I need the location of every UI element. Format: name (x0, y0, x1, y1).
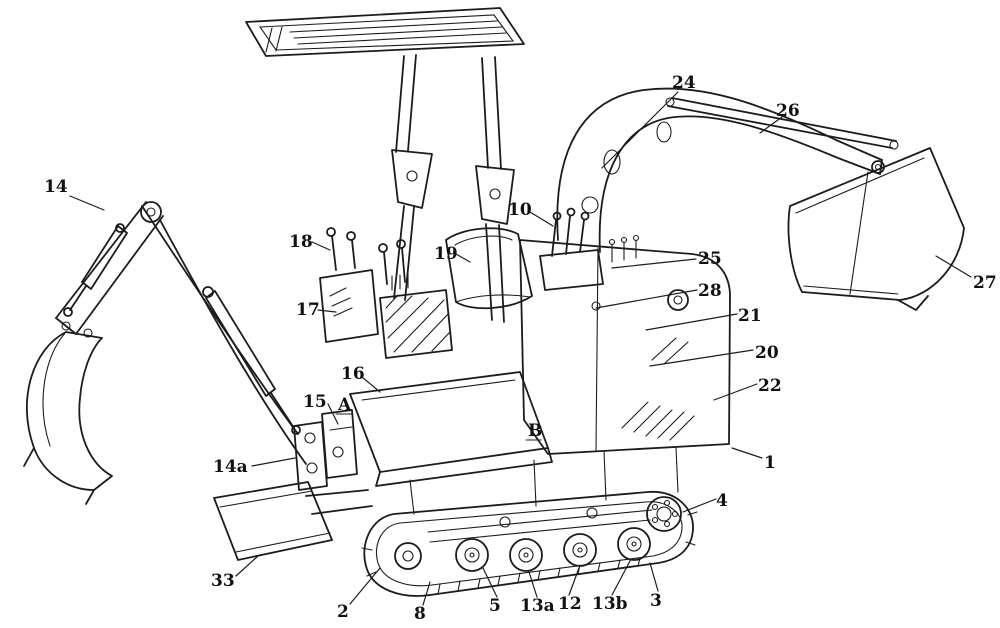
backhoe-bucket (23, 321, 113, 505)
ref-label-16: 16 (341, 364, 365, 384)
ref-label-5: 5 (489, 596, 501, 616)
dozer-blade (213, 481, 373, 561)
ref-label-19: 19 (434, 244, 458, 264)
platform-floor (321, 371, 553, 515)
reference-labels: 14 18 17 19 10 16 15 A B 14a 33 2 8 5 13… (44, 73, 997, 624)
undercarriage-tracks (361, 491, 698, 597)
ref-label-26: 26 (776, 101, 800, 121)
loader-arm (556, 87, 899, 253)
ref-label-10: 10 (508, 200, 532, 220)
ref-label-24: 24 (672, 73, 696, 93)
ref-label-13b: 13b (592, 594, 628, 614)
ref-label-20: 20 (755, 343, 779, 363)
ref-label-27: 27 (973, 273, 997, 293)
ref-label-3: 3 (650, 591, 662, 611)
ref-label-28: 28 (698, 281, 722, 301)
ref-label-22: 22 (758, 376, 782, 396)
ref-label-2: 2 (337, 602, 349, 622)
ref-label-25: 25 (698, 249, 722, 269)
valve-block (379, 273, 453, 359)
ref-label-15: 15 (303, 392, 327, 412)
ref-label-8: 8 (414, 604, 426, 624)
operator-seat (445, 227, 533, 310)
right-lever-cluster (539, 207, 604, 291)
ref-label-17: 17 (296, 300, 320, 320)
ref-label-4: 4 (716, 491, 728, 511)
ref-label-B: B (528, 421, 542, 441)
ref-label-33: 33 (211, 571, 235, 591)
ref-label-12: 12 (558, 594, 582, 614)
control-console (319, 227, 406, 343)
loader-bucket (787, 147, 965, 311)
ref-label-14a: 14a (213, 457, 248, 477)
ref-label-1: 1 (764, 453, 776, 473)
backhoe-arm (55, 201, 328, 491)
ref-label-13a: 13a (520, 596, 555, 616)
ref-label-14: 14 (44, 177, 68, 197)
engine-housing (519, 234, 731, 501)
ref-label-18: 18 (289, 232, 313, 252)
leader-lines (69, 91, 972, 606)
ref-label-A: A (337, 395, 352, 415)
canopy-roof (245, 7, 525, 57)
ref-label-21: 21 (738, 306, 762, 326)
